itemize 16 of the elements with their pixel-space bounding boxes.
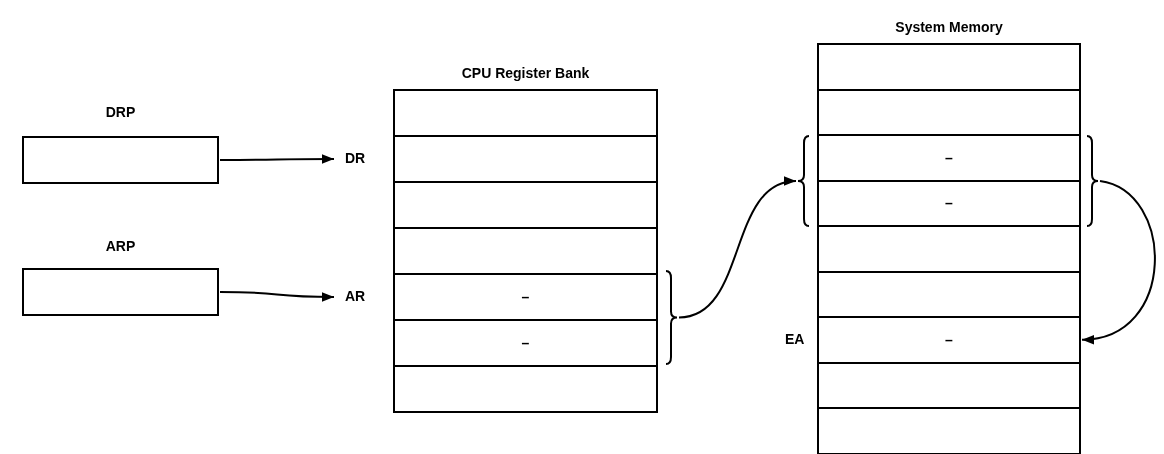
row-label: DR — [345, 150, 366, 166]
register-label: ARP — [104, 238, 137, 254]
cell-value: – — [521, 335, 530, 351]
column-title: CPU Register Bank — [460, 65, 591, 81]
row-label: AR — [345, 288, 366, 304]
cell-value: – — [945, 331, 953, 348]
arrow — [219, 154, 335, 164]
register-label: DRP — [104, 104, 137, 120]
column-title: System Memory — [894, 19, 1004, 35]
cell-value: – — [945, 195, 953, 212]
arrow — [219, 291, 335, 302]
row-label: EA — [785, 330, 805, 347]
arrow — [678, 178, 797, 319]
cell-value: – — [945, 149, 953, 166]
cell-value: – — [521, 289, 530, 305]
arrow — [1081, 180, 1156, 343]
